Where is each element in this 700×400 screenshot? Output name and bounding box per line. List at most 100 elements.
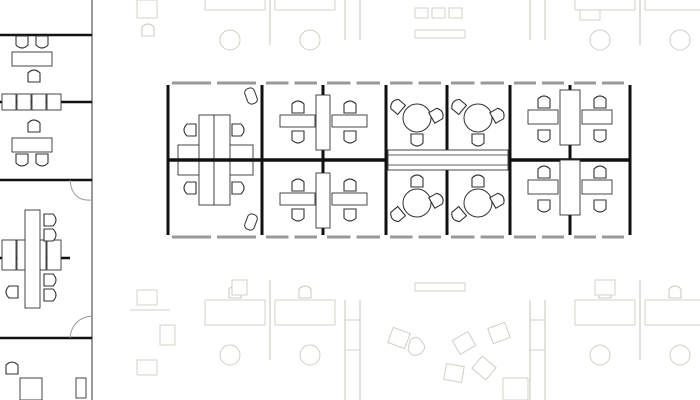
window (390, 81, 413, 85)
storage-cabinet (315, 94, 331, 151)
round-table (669, 344, 691, 366)
door-swing (69, 179, 93, 201)
chair (410, 133, 424, 147)
window (356, 235, 380, 239)
desk (204, 299, 266, 326)
round-table (219, 29, 241, 51)
window (602, 81, 624, 85)
chair (593, 165, 607, 179)
round-table (589, 344, 611, 366)
desk (581, 109, 613, 125)
window (172, 81, 211, 85)
chair (183, 181, 197, 195)
chair (291, 130, 305, 144)
chair (579, 9, 601, 21)
chair (451, 98, 468, 116)
storage-cabinet (31, 93, 47, 111)
highlighted-office-block (166, 81, 632, 239)
chair (231, 181, 245, 195)
window (418, 235, 441, 239)
faded-context-plan (130, 0, 700, 400)
desk (502, 377, 529, 400)
cabinet (344, 319, 361, 351)
chair (593, 199, 607, 213)
desk (274, 0, 336, 11)
window (390, 235, 413, 239)
window (418, 81, 441, 85)
chair (537, 165, 551, 179)
chair (231, 123, 245, 137)
chair (593, 129, 607, 143)
desk (11, 51, 53, 67)
window (574, 81, 596, 85)
chair (43, 228, 57, 242)
chair (343, 130, 357, 144)
chair (410, 174, 424, 188)
chair (141, 23, 155, 37)
chair (489, 107, 505, 124)
chair (428, 192, 444, 209)
storage-cabinet (1, 93, 17, 111)
left-partial-plan (0, 0, 93, 400)
radiator (75, 377, 87, 399)
storage-cabinet (46, 239, 62, 271)
desk (279, 192, 316, 206)
window (542, 81, 564, 85)
desk (204, 0, 266, 11)
cabinet (159, 324, 176, 346)
window (327, 235, 351, 239)
chair (35, 153, 49, 167)
window (451, 81, 475, 85)
window (480, 81, 504, 85)
chair (15, 153, 29, 167)
desk (11, 137, 53, 153)
round-table (463, 188, 493, 218)
round-table (299, 29, 321, 51)
chair (343, 178, 357, 192)
counter (414, 282, 466, 292)
desk (331, 192, 368, 206)
door-swing (69, 315, 93, 339)
desk (274, 299, 336, 326)
chair (27, 69, 41, 83)
window (172, 235, 211, 239)
desk (527, 179, 559, 195)
desk (331, 114, 368, 128)
lounge-chair (487, 321, 511, 345)
chair (291, 178, 305, 192)
window (542, 235, 564, 239)
round-table (669, 29, 691, 51)
round-table (463, 103, 493, 133)
chair (537, 129, 551, 143)
round-table (299, 344, 321, 366)
chair (244, 213, 258, 231)
chair (668, 285, 682, 299)
chair (15, 35, 29, 49)
chair (489, 192, 505, 209)
chair (431, 7, 446, 19)
lounge-chair (451, 330, 477, 356)
chair (471, 174, 485, 188)
desk (136, 289, 158, 306)
side-table (407, 336, 426, 356)
chair (414, 7, 429, 19)
chair (343, 208, 357, 222)
window (514, 235, 536, 239)
window (266, 81, 289, 85)
chair (27, 119, 41, 133)
chair (183, 123, 197, 137)
desk (19, 377, 43, 400)
chair (291, 100, 305, 114)
chair (471, 133, 485, 147)
chair (298, 285, 312, 299)
window (217, 235, 256, 239)
window (514, 81, 536, 85)
chair (244, 87, 258, 105)
chair (537, 199, 551, 213)
desk (279, 114, 316, 128)
chair (291, 208, 305, 222)
lounge-chair (443, 362, 465, 384)
round-table (402, 188, 432, 218)
chair (5, 285, 19, 299)
